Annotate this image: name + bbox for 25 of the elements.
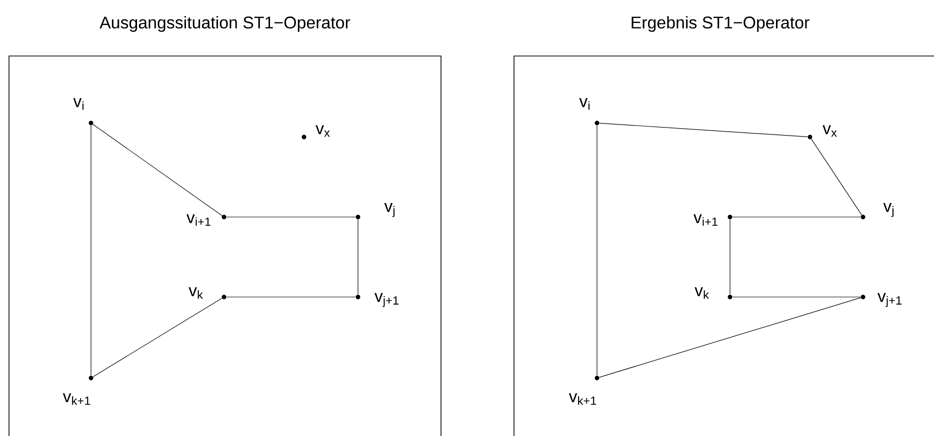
vertex-label: v$_{j}$ bbox=[883, 202, 894, 218]
vertex-label: v$_{i+1}$ bbox=[186, 214, 210, 226]
polygon-edge bbox=[599, 122, 808, 138]
vertex-label: v$_{j}$ bbox=[384, 202, 394, 218]
vertex-label: v$_{i}$ bbox=[73, 98, 84, 110]
vertex-label: v$_{j+1}$ bbox=[878, 292, 902, 308]
polygon-edge bbox=[811, 138, 862, 216]
polygon-edge bbox=[226, 216, 356, 218]
polygon-edge bbox=[90, 125, 92, 376]
polygon-edge bbox=[226, 296, 356, 298]
polygon-edge bbox=[599, 297, 861, 378]
vertex-label: v$_{i}$ bbox=[579, 98, 590, 110]
vertex-label: v$_{i+1}$ bbox=[694, 214, 718, 226]
polygon-edge bbox=[732, 216, 861, 218]
polygon-edge bbox=[92, 298, 222, 378]
polygon-edge bbox=[92, 124, 222, 216]
polygon-edge bbox=[596, 125, 598, 376]
vertex-label: v$_{k+1}$ bbox=[62, 393, 90, 405]
vertex-label: v$_{j+1}$ bbox=[374, 292, 398, 308]
vertex-label: v$_{k}$ bbox=[188, 287, 203, 299]
vertex-label: v$_{k+1}$ bbox=[568, 393, 596, 405]
vertex-label: v$_{k}$ bbox=[694, 287, 709, 299]
vertex-label: v$_{x}$ bbox=[822, 125, 837, 137]
vertex-label: v$_{x}$ bbox=[316, 125, 330, 137]
polygon-edge bbox=[732, 296, 861, 298]
